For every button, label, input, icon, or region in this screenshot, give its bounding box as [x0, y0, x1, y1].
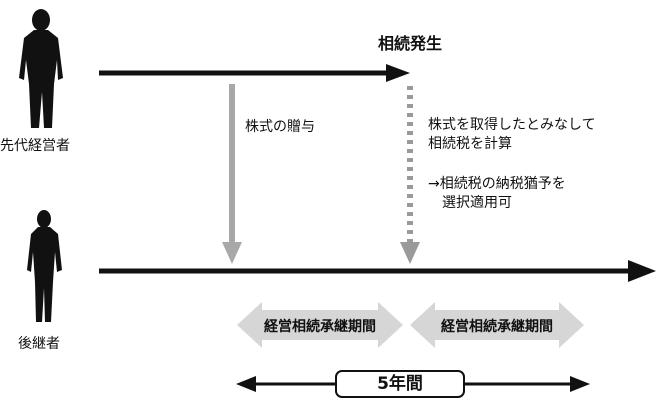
deemed-acquisition-line-2: 相続税を計算	[428, 135, 512, 152]
inheritance-event-label: 相続発生	[378, 34, 443, 53]
five-year-label: 5年間	[335, 370, 465, 398]
deemed-acquisition-line-1: 株式を取得したとみなして	[428, 117, 596, 133]
successor-timeline-arrow	[99, 260, 656, 282]
successor-figure-icon	[27, 210, 62, 322]
tax-deferral-line-2: 選択適用可	[428, 194, 512, 211]
deemed-acquisition-note: 株式を取得したとみなして 相続税を計算	[428, 116, 596, 154]
stock-gift-label: 株式の贈与	[245, 119, 315, 135]
predecessor-figure-icon	[19, 9, 63, 128]
predecessor-label: 先代経営者	[0, 138, 70, 154]
successor-label: 後継者	[18, 336, 60, 352]
succession-period-label-2: 経営相続承継期間	[441, 319, 553, 335]
succession-period-band-2	[410, 302, 584, 348]
tax-deferral-note: →相続税の納税猶予を 選択適用可	[428, 175, 566, 213]
deemed-inheritance-dotted-arrow	[400, 86, 420, 264]
tax-deferral-line-1: →相続税の納税猶予を	[428, 176, 566, 192]
gift-arrow	[222, 84, 242, 264]
succession-period-label-1: 経営相続承継期間	[264, 319, 376, 335]
predecessor-timeline-arrow	[99, 64, 410, 82]
succession-period-band-1	[237, 302, 403, 348]
